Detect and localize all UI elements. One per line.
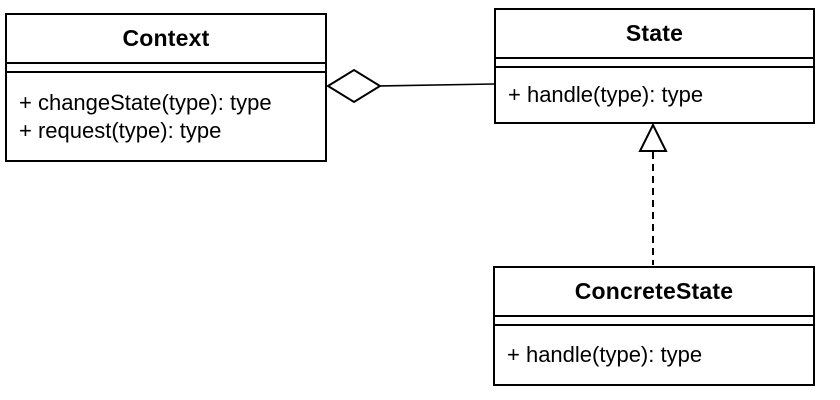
realization-connector [638, 122, 668, 265]
method-line: + handle(type): type [508, 82, 704, 107]
method-line: + handle(type): type [507, 342, 703, 367]
class-state: State + handle(type): type [494, 8, 815, 124]
class-state-title: State [496, 10, 813, 59]
class-state-attributes-compartment [496, 59, 813, 68]
method-line: + changeState(type): type [19, 89, 272, 115]
class-context-title: Context [7, 15, 325, 64]
method-line: + request(type): type [19, 117, 222, 143]
aggregation-line [377, 83, 495, 87]
class-concretestate: ConcreteState + handle(type): type [493, 266, 815, 386]
aggregation-connector [326, 68, 495, 104]
class-concretestate-title: ConcreteState [495, 268, 813, 317]
class-context: Context + changeState(type): type + requ… [5, 13, 327, 162]
class-concretestate-methods-compartment: + handle(type): type [495, 326, 813, 384]
class-context-attributes-compartment [7, 64, 325, 73]
class-context-methods-compartment: + changeState(type): type + request(type… [7, 73, 325, 160]
class-concretestate-attributes-compartment [495, 317, 813, 326]
realization-triangle-icon [638, 122, 668, 152]
aggregation-diamond-icon [326, 68, 382, 104]
class-state-methods-compartment: + handle(type): type [496, 68, 813, 122]
